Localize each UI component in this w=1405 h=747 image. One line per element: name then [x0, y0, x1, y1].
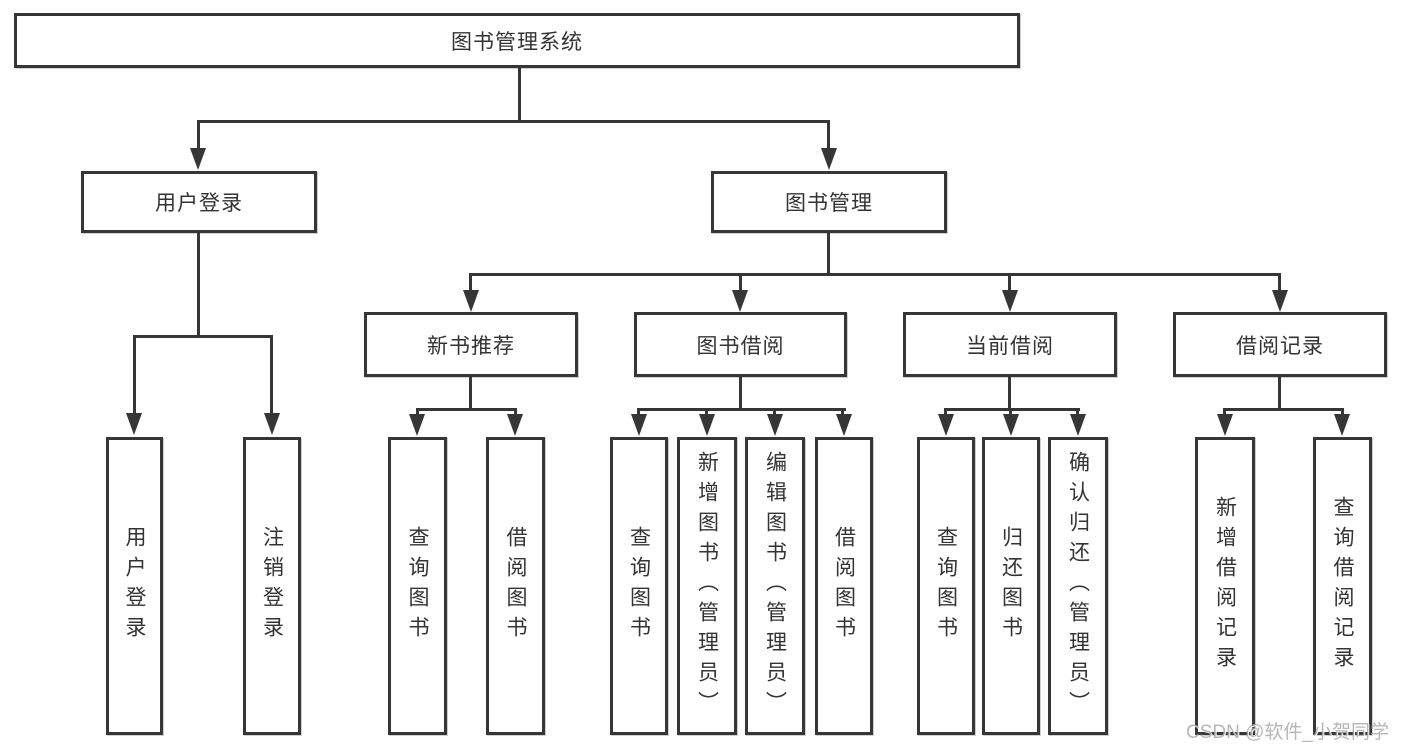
arrowhead-down-icon — [409, 414, 425, 436]
arrowhead-down-icon — [1334, 414, 1350, 436]
node-book-management: 图书管理 — [711, 171, 947, 233]
arrowhead-down-icon — [836, 414, 852, 436]
node-current-borrowing: 当前借阅 — [903, 312, 1117, 377]
leaf-query-books-recommend: 查询图书 — [388, 437, 447, 735]
connector-line-horizontal — [133, 335, 273, 338]
node-new-book-recommend: 新书推荐 — [364, 312, 578, 377]
node-label: 图书管理系统 — [451, 30, 583, 54]
arrowhead-down-icon — [631, 414, 647, 436]
node-user-login: 用户登录 — [81, 171, 317, 233]
connector-line-vertical — [1008, 377, 1011, 408]
leaf-label: 新增图书（管理员） — [695, 451, 719, 721]
node-label: 用户登录 — [155, 192, 243, 215]
leaf-label: 注销登录 — [260, 526, 284, 646]
node-label: 当前借阅 — [966, 334, 1054, 358]
connector-line-vertical — [514, 408, 517, 415]
leaf-query-books-borrowing: 查询图书 — [610, 437, 668, 735]
leaf-logout: 注销登录 — [243, 437, 301, 735]
leaf-label: 归还图书 — [999, 526, 1023, 646]
connector-line-horizontal — [469, 273, 1280, 276]
node-label: 借阅记录 — [1236, 334, 1324, 358]
leaf-borrow-books-recommend: 借阅图书 — [486, 437, 545, 735]
arrowhead-down-icon — [1272, 290, 1288, 312]
leaf-confirm-return-admin: 确认归还（管理员） — [1048, 437, 1108, 735]
leaf-label: 用户登录 — [123, 526, 146, 646]
node-book-borrowing: 图书借阅 — [634, 312, 847, 377]
arrowhead-down-icon — [190, 148, 206, 170]
leaf-add-book-admin: 新增图书（管理员） — [677, 437, 737, 735]
connector-line-vertical — [133, 335, 136, 413]
connector-line-vertical — [197, 120, 200, 150]
connector-line-horizontal — [197, 120, 830, 123]
arrowhead-down-icon — [821, 148, 837, 170]
connector-line-vertical — [827, 120, 830, 150]
connector-line-vertical — [518, 68, 521, 120]
arrowhead-down-icon — [463, 290, 479, 312]
connector-line-vertical — [416, 408, 419, 415]
connector-line-vertical — [739, 273, 742, 290]
leaf-query-borrow-record: 查询借阅记录 — [1313, 437, 1372, 735]
arrowhead-down-icon — [767, 414, 783, 436]
csdn-watermark: CSDN @软件_小贺同学 — [1186, 722, 1389, 743]
leaf-user-login: 用户登录 — [106, 437, 163, 735]
connector-line-vertical — [1278, 273, 1281, 290]
leaf-add-borrow-record: 新增借阅记录 — [1195, 437, 1255, 735]
leaf-label: 借阅图书 — [504, 526, 527, 646]
leaf-edit-book-admin: 编辑图书（管理员） — [745, 437, 805, 735]
connector-line-vertical — [1341, 408, 1344, 415]
arrowhead-down-icon — [732, 290, 748, 312]
arrowhead-down-icon — [264, 413, 280, 435]
connector-line-vertical — [739, 377, 742, 408]
leaf-borrow-books: 借阅图书 — [815, 437, 873, 735]
connector-line-vertical — [637, 408, 640, 415]
node-label: 新书推荐 — [427, 334, 515, 358]
connector-line-vertical — [469, 273, 472, 290]
leaf-label: 新增借阅记录 — [1213, 496, 1237, 676]
arrowhead-down-icon — [507, 414, 523, 436]
leaf-label: 编辑图书（管理员） — [763, 451, 787, 721]
connector-line-horizontal — [944, 408, 1080, 411]
leaf-label: 借阅图书 — [832, 526, 856, 646]
connector-line-vertical — [827, 233, 830, 273]
connector-line-vertical — [270, 335, 273, 413]
connector-line-vertical — [705, 408, 708, 415]
leaf-query-books-current: 查询图书 — [917, 437, 975, 735]
connector-line-horizontal — [416, 408, 517, 411]
arrowhead-down-icon — [1070, 414, 1086, 436]
connector-line-vertical — [1076, 408, 1079, 415]
node-label: 图书管理 — [785, 192, 873, 215]
leaf-label: 查询图书 — [627, 526, 651, 646]
connector-line-vertical — [1278, 377, 1281, 408]
leaf-label: 查询图书 — [934, 526, 958, 646]
connector-line-vertical — [841, 408, 844, 415]
arrowhead-down-icon — [1217, 414, 1233, 436]
connector-line-horizontal — [1223, 408, 1344, 411]
arrowhead-down-icon — [699, 414, 715, 436]
connector-line-vertical — [773, 408, 776, 415]
connector-line-vertical — [944, 408, 947, 415]
node-borrowing-records: 借阅记录 — [1173, 312, 1387, 377]
leaf-return-books: 归还图书 — [982, 437, 1040, 735]
node-label: 图书借阅 — [696, 334, 785, 358]
connector-line-vertical — [1008, 273, 1011, 290]
node-library-management-system: 图书管理系统 — [14, 13, 1020, 68]
arrowhead-down-icon — [126, 413, 142, 435]
connector-line-vertical — [1009, 408, 1012, 415]
connector-line-vertical — [197, 233, 200, 335]
arrowhead-down-icon — [938, 414, 954, 436]
arrowhead-down-icon — [1002, 290, 1018, 312]
connector-line-vertical — [1223, 408, 1226, 415]
connector-line-horizontal — [637, 408, 846, 411]
leaf-label: 查询借阅记录 — [1331, 496, 1354, 676]
connector-line-vertical — [469, 377, 472, 408]
arrowhead-down-icon — [1003, 414, 1019, 436]
leaf-label: 确认归还（管理员） — [1066, 451, 1090, 721]
leaf-label: 查询图书 — [406, 526, 429, 646]
